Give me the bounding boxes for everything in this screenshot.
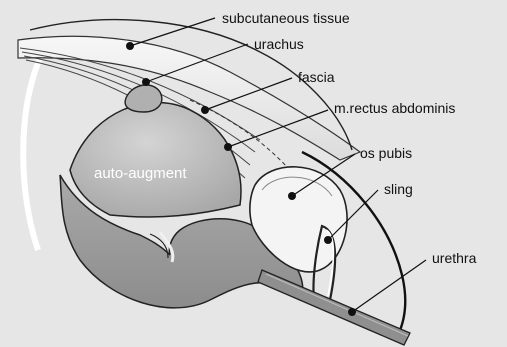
label-urachus: urachus xyxy=(254,36,304,52)
dot-subcutaneous xyxy=(126,42,134,50)
label-auto-augment: auto-augment xyxy=(94,165,187,182)
label-rectus-abdominis: m.rectus abdominis xyxy=(334,100,455,116)
dot-sling xyxy=(324,236,332,244)
dot-fascia xyxy=(201,106,209,114)
label-fascia: fascia xyxy=(298,69,335,85)
label-urethra: urethra xyxy=(432,250,477,266)
dot-ospubis xyxy=(288,192,296,200)
dot-rectus xyxy=(224,143,232,151)
label-subcutaneous-tissue: subcutaneous tissue xyxy=(222,10,350,26)
dot-urethra xyxy=(348,308,356,316)
label-sling: sling xyxy=(384,181,413,197)
label-os-pubis: os pubis xyxy=(360,145,412,161)
dot-urachus xyxy=(142,78,150,86)
